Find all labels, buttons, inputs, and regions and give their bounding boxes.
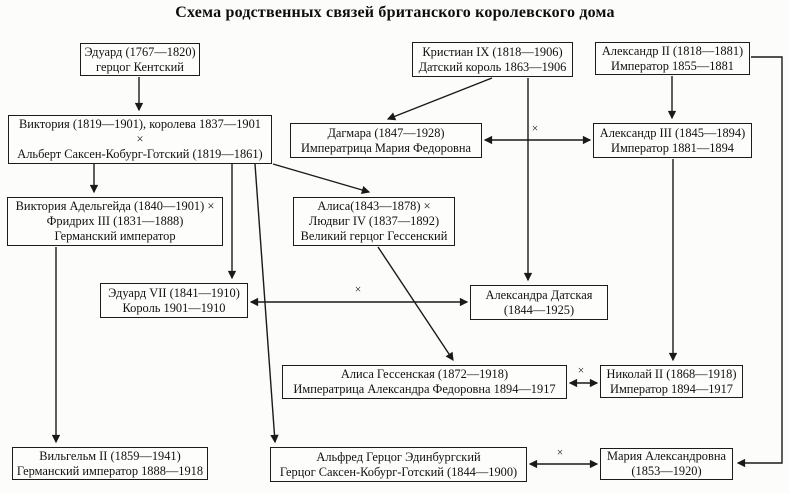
node-line: Германский император	[54, 228, 176, 243]
node-line: Виктория (1819—1901), королева 1837—1901	[19, 117, 261, 132]
edge-alexander2-to-maria-alexandrovna	[736, 56, 783, 468]
node-line: (1844—1925)	[503, 302, 575, 317]
node-line: Дагмара (1847—1928)	[327, 125, 445, 140]
node-victoria-albert: Виктория (1819—1901), королева 1837—1901…	[8, 115, 272, 164]
marriage-cross-alfred-maria: ×	[556, 447, 564, 459]
node-alexander2: Александр II (1818—1881) Император 1855—…	[595, 42, 750, 75]
node-dagmara: Дагмара (1847—1928) Императрица Мария Фе…	[290, 123, 482, 158]
node-victoria-adelheid: Виктория Адельгейда (1840—1901) × Фридри…	[7, 197, 223, 246]
marriage-cross-dagmara-alexander3: ×	[531, 123, 539, 135]
edge-christian9-to-dagmara	[386, 77, 493, 121]
node-line: Вильгельм II (1859—1941)	[39, 448, 181, 463]
node-line: Кристиан IX (1818—1906)	[422, 44, 563, 59]
node-line: Александр II (1818—1881)	[601, 43, 744, 58]
node-wilhelm2: Вильгельм II (1859—1941) Германский импе…	[12, 447, 208, 480]
edge-victoria-to-alfred	[254, 163, 279, 444]
node-line: Император 1881—1894	[611, 140, 734, 155]
node-alexander3: Александр III (1845—1894) Император 1881…	[593, 123, 752, 158]
node-line: Король 1901—1910	[122, 300, 226, 315]
node-line: Мария Александровна	[607, 449, 726, 464]
node-line: Германский император 1888—1918	[16, 463, 204, 478]
node-line: Император 1855—1881	[611, 58, 734, 73]
node-line: Альфред Герцог Эдинбургский	[316, 449, 481, 464]
edge-alisa-hesse-to-alisa-hessenskaya	[377, 246, 454, 362]
node-line: Алиса(1843—1878) ×	[317, 199, 431, 214]
node-alisa-hessenskaya: Алиса Гессенская (1872—1918) Императрица…	[282, 365, 567, 399]
node-line: Императрица Александра Федоровна 1894—19…	[293, 382, 556, 396]
node-line: Император 1894—1917	[610, 381, 733, 396]
node-line: герцог Кентский	[96, 59, 184, 74]
node-eduard7: Эдуард VII (1841—1910) Король 1901—1910	[100, 283, 248, 318]
node-line: Датский король 1863—1906	[418, 59, 567, 74]
node-line: Александр III (1845—1894)	[599, 125, 746, 140]
node-line: Герцог Саксен-Кобург-Готский (1844—1900)	[279, 464, 518, 479]
node-line: Эдуард VII (1841—1910)	[108, 285, 240, 300]
marriage-cross-alisa-nikolai2: ×	[577, 365, 585, 377]
node-line: Эдуард (1767—1820)	[84, 44, 196, 59]
node-line: Фридрих III (1831—1888)	[46, 214, 184, 229]
node-line: (1853—1920)	[631, 464, 702, 478]
node-line: ×	[136, 132, 144, 147]
node-line: Альберт Саксен-Кобург-Готский (1819—1861…	[17, 146, 263, 161]
marriage-cross-eduard7-alexandra: ×	[354, 284, 362, 296]
node-maria-alexandrovna: Мария Александровна (1853—1920)	[600, 448, 733, 480]
node-line: Николай II (1868—1918)	[606, 366, 737, 381]
node-line: Людвиг IV (1837—1892)	[308, 214, 440, 229]
node-line: Императрица Мария Федоровна	[300, 140, 472, 155]
node-alfred: Альфред Герцог Эдинбургский Герцог Саксе…	[270, 447, 527, 482]
node-line: Виктория Адельгейда (1840—1901) ×	[15, 199, 215, 214]
node-alisa-hesse: Алиса(1843—1878) × Людвиг IV (1837—1892)…	[293, 197, 455, 246]
node-alexandra-danish: Александра Датская (1844—1925)	[470, 285, 608, 320]
node-line: Великий герцог Гессенский	[300, 228, 448, 243]
diagram-title: Схема родственных связей британского кор…	[175, 4, 615, 21]
node-christian9: Кристиан IX (1818—1906) Датский король 1…	[412, 42, 573, 77]
edge-victoria-to-alisa-hesse	[272, 163, 371, 195]
node-eduard-kent: Эдуард (1767—1820) герцог Кентский	[80, 43, 200, 76]
node-line: Александра Датская	[485, 287, 593, 302]
node-line: Алиса Гессенская (1872—1918)	[340, 367, 509, 382]
node-nikolai2: Николай II (1868—1918) Император 1894—19…	[600, 365, 743, 398]
